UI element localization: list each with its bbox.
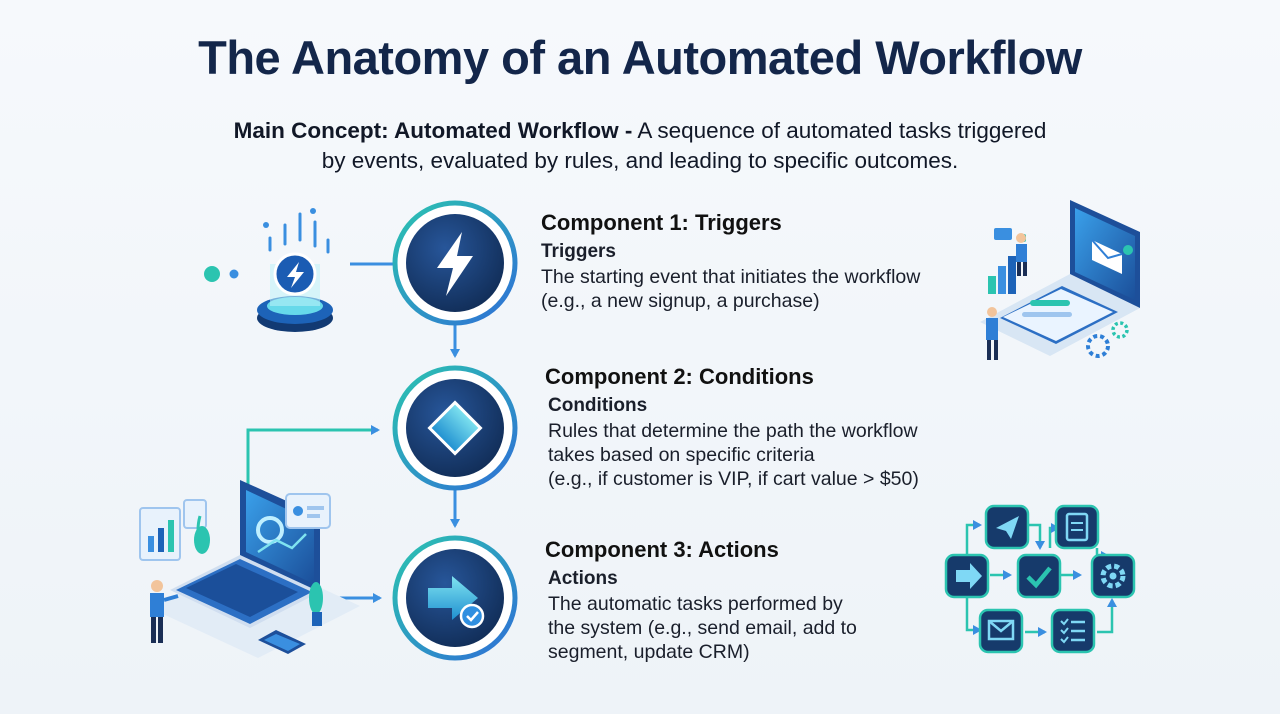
component-1-line: (e.g., a new signup, a purchase) [541,290,820,312]
concept-line1: A sequence of automated tasks triggered [637,118,1047,143]
component-3-line: The automatic tasks performed by [548,593,843,615]
concept-line2: by events, evaluated by rules, and leadi… [321,148,959,173]
component-2-line: takes based on specific criteria [548,444,815,466]
component-1-text: Component 1: Triggers Triggers The start… [541,210,920,313]
connector-laptop-conditions [246,425,380,500]
concept-label: Main Concept: Automated Workflow - [233,118,633,143]
page-title: The Anatomy of an Automated Workflow [198,31,1082,84]
component-3-line: the system (e.g., send email, add to [548,617,857,639]
component-2-subheading: Conditions [548,395,648,416]
connectors [246,262,460,603]
component-3-line: segment, update CRM) [548,641,750,663]
diamond-icon [427,400,483,456]
component-3-text: Component 3: Actions Actions The automat… [545,537,857,664]
gear-icon [1086,334,1110,358]
main-concept: Main Concept: Automated Workflow - A seq… [140,116,1140,176]
component-2-line: Rules that determine the path the workfl… [548,420,918,442]
conditions-node [392,365,518,491]
component-2-text: Component 2: Conditions Conditions Rules… [545,364,919,491]
component-1-heading: Component 1: Triggers [541,210,782,235]
action-flow-illustration [944,504,1136,654]
trigger-node [392,200,518,326]
component-2-line: (e.g., if customer is VIP, if cart value… [548,468,919,490]
component-3-heading: Component 3: Actions [545,537,779,562]
email-laptop-illustration [980,200,1140,360]
dot [204,266,220,282]
component-1-line: The starting event that initiates the wo… [541,266,921,288]
lightning-icon [437,232,473,296]
dot [229,269,239,279]
component-2-heading: Component 2: Conditions [545,364,814,389]
component-1-subheading: Triggers [541,241,616,262]
laptop-illustration [139,480,360,658]
trigger-illustration [204,208,333,332]
clipboard-icon [1054,504,1100,550]
arrow-check-icon [428,576,478,620]
check-icon [1016,553,1062,599]
component-3-subheading: Actions [548,568,618,589]
actions-node [392,535,518,661]
